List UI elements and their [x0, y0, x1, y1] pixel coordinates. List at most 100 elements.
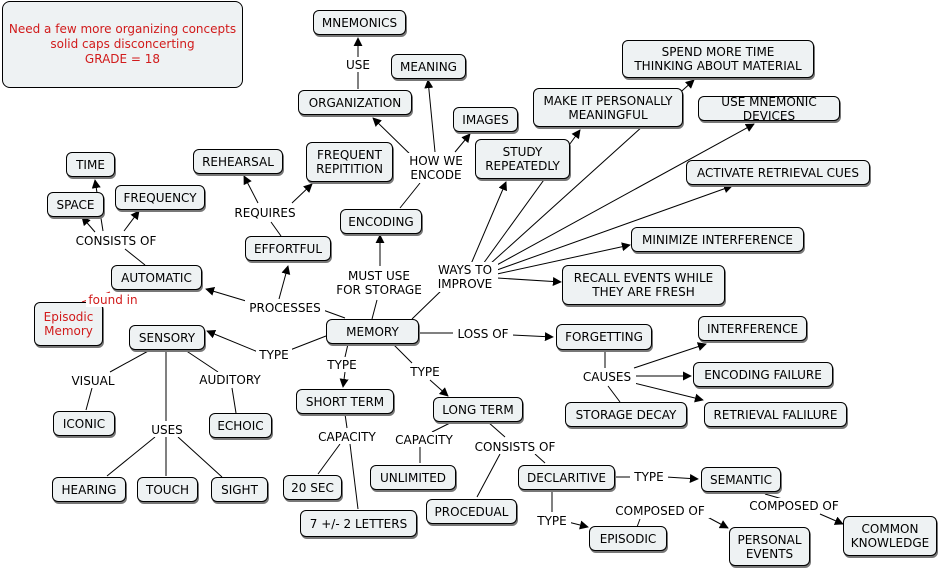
concept-frequent-repitition[interactable]: FREQUENT REPITITION: [306, 142, 393, 182]
link-phrase-loss-of: LOSS OF: [453, 326, 513, 341]
concept-unlimited[interactable]: UNLIMITED: [370, 465, 456, 490]
connector: [344, 343, 349, 358]
connector: [424, 79, 436, 153]
connector: [476, 453, 501, 498]
link-phrase-visual: VISUAL: [68, 373, 118, 388]
connector: [819, 513, 844, 525]
connector: [399, 182, 421, 209]
link-phrase-causes: CAUSES: [578, 369, 636, 384]
connector: [231, 387, 237, 414]
link-phrase-uses: USES: [146, 422, 188, 437]
connector: [665, 474, 699, 483]
link-phrase-consists-of: CONSISTS OF: [72, 233, 160, 248]
connector: [607, 385, 621, 403]
concept-encoding-failure[interactable]: ENCODING FAILURE: [693, 362, 833, 387]
concept-automatic[interactable]: AUTOMATIC: [111, 265, 202, 290]
connector: [511, 332, 554, 342]
connector: [431, 421, 453, 433]
concept-storage-decay[interactable]: STORAGE DECAY: [565, 402, 687, 427]
link-phrase-processes: PROCESSES: [245, 300, 325, 315]
concept-study-repeatedly[interactable]: STUDY REPEATEDLY: [475, 139, 570, 179]
concept-7-letters[interactable]: 7 +/- 2 LETTERS: [300, 510, 417, 537]
connector: [636, 518, 641, 528]
link-phrase-consists-of: CONSISTS OF: [469, 439, 561, 454]
concept-sensory[interactable]: SENSORY: [129, 325, 205, 350]
concept-meaning[interactable]: MEANING: [391, 54, 466, 79]
comment-line: Need a few more organizing concepts: [8, 22, 237, 36]
link-phrase-requires: REQUIRES: [230, 205, 300, 220]
concept-touch[interactable]: TOUCH: [137, 477, 198, 502]
connector: [184, 349, 219, 373]
concept-encoding[interactable]: ENCODING: [340, 209, 422, 234]
concept-minimize-interference[interactable]: MINIMIZE INTERFERENCE: [631, 227, 804, 252]
connector: [106, 436, 156, 477]
link-phrase-use: USE: [340, 58, 376, 72]
concept-make-it-personally-meaningful[interactable]: MAKE IT PERSONALLY MEANINGFUL: [533, 88, 683, 127]
connector: [567, 520, 589, 530]
concept-common-knowledge[interactable]: COMMON KNOWLEDGE: [843, 516, 937, 556]
link-phrase-how-we-encode: HOW WE ENCODE: [406, 153, 466, 183]
grader-comment-box: Need a few more organizing concepts soli…: [2, 1, 243, 88]
concept-time[interactable]: TIME: [66, 152, 115, 177]
connector: [85, 387, 93, 411]
concept-effortful[interactable]: EFFORTFUL: [245, 236, 331, 261]
connector: [392, 343, 413, 364]
concept-interference[interactable]: INTERFERENCE: [698, 316, 807, 341]
concept-sight[interactable]: SIGHT: [211, 477, 268, 502]
concept-episodic-memory[interactable]: Episodic Memory: [34, 302, 103, 346]
concept-forgetting[interactable]: FORGETTING: [556, 324, 652, 350]
concept-memory[interactable]: MEMORY: [326, 319, 419, 344]
connector: [496, 242, 631, 275]
concept-episodic[interactable]: EPISODIC: [589, 526, 667, 551]
connector: [123, 210, 140, 232]
connector: [534, 453, 546, 464]
concept-organization[interactable]: ORGANIZATION: [298, 90, 412, 115]
connector: [205, 287, 247, 302]
connector: [344, 413, 348, 429]
concept-declaritive[interactable]: DECLARITIVE: [518, 465, 615, 490]
connector: [494, 123, 755, 267]
link-phrase-type: TYPE: [533, 513, 571, 528]
link-phrase-composed-of: COMPOSED OF: [744, 498, 844, 513]
connector: [454, 133, 471, 153]
concept-personal-events[interactable]: PERSONAL EVENTS: [729, 527, 810, 566]
concept-long-term[interactable]: LONG TERM: [433, 397, 523, 422]
concept-semantic[interactable]: SEMANTIC: [701, 467, 781, 492]
concept-rehearsal[interactable]: REHEARSAL: [193, 149, 283, 174]
connector: [349, 443, 359, 510]
concept-frequency[interactable]: FREQUENCY: [115, 185, 205, 210]
connector: [322, 309, 346, 319]
connector: [339, 371, 349, 388]
connector: [243, 175, 259, 204]
concept-iconic[interactable]: ICONIC: [53, 411, 115, 436]
link-phrase-type: TYPE: [630, 469, 668, 484]
connector: [371, 299, 378, 320]
connector: [289, 335, 327, 351]
concept-images[interactable]: IMAGES: [453, 107, 518, 132]
concept-echoic[interactable]: ECHOIC: [209, 413, 272, 438]
concept-use-mnemonic-devices[interactable]: USE MNEMONIC DEVICES: [698, 95, 840, 123]
concept-activate-retrieval-cues[interactable]: ACTIVATE RETRIEVAL CUES: [686, 160, 870, 185]
link-phrase-ways-to-improve: WAYS TO IMPROVE: [432, 262, 498, 292]
concept-short-term[interactable]: SHORT TERM: [296, 389, 394, 414]
link-phrase-capacity: CAPACITY: [313, 429, 381, 444]
connector: [487, 421, 506, 438]
concept-mnemonics[interactable]: MNEMONICS: [313, 10, 406, 35]
concept-spend-more-time[interactable]: SPEND MORE TIME THINKING ABOUT MATERIAL: [622, 40, 814, 78]
link-phrase-type: TYPE: [405, 364, 445, 379]
link-phrase-capacity: CAPACITY: [390, 432, 458, 447]
connector: [633, 342, 707, 369]
concept-procedual[interactable]: PROCEDUAL: [426, 499, 517, 524]
connector: [278, 265, 291, 300]
concept-retrieval-failure[interactable]: RETRIEVAL FALILURE: [704, 402, 847, 427]
link-phrase-found-in: found in: [86, 293, 140, 307]
concept-space[interactable]: SPACE: [47, 192, 104, 217]
concept-hearing[interactable]: HEARING: [52, 477, 126, 502]
concept-recall-events[interactable]: RECALL EVENTS WHILE THEY ARE FRESH: [562, 265, 725, 305]
link-phrase-type: TYPE: [256, 348, 292, 362]
concept-20-sec[interactable]: 20 SEC: [283, 475, 342, 500]
link-phrase-type: TYPE: [322, 357, 362, 372]
link-phrase-auditory: AUDITORY: [195, 372, 265, 387]
connector: [496, 277, 562, 286]
